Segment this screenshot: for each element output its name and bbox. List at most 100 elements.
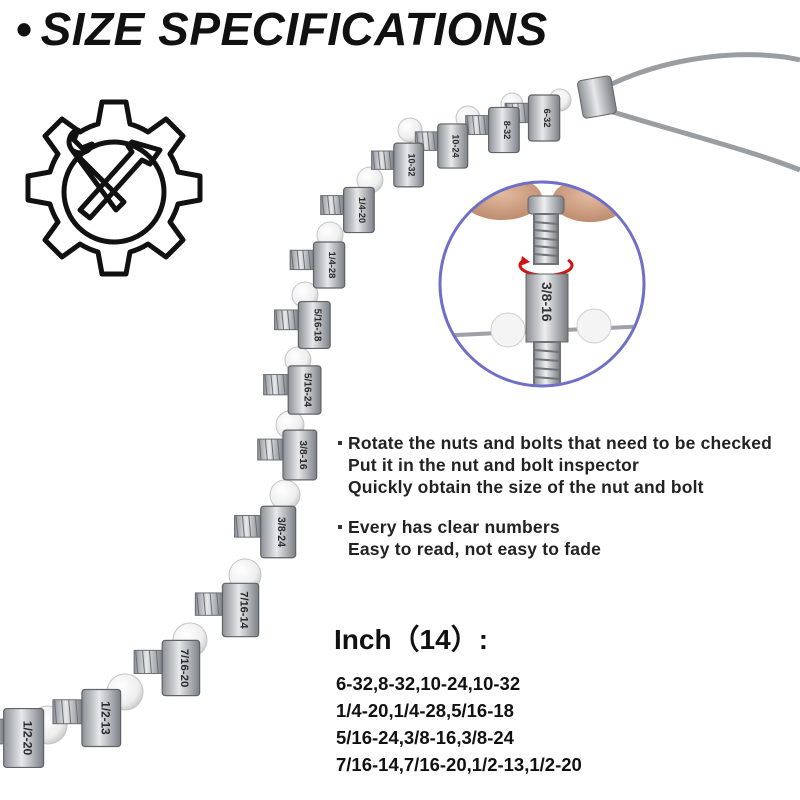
hex-nut-body (312, 241, 346, 289)
chain-nut: 5/16-24 (263, 365, 322, 415)
hex-nut-body (260, 505, 297, 559)
stud-thread (332, 195, 336, 215)
chain-nut: 3/8-16 (257, 429, 318, 481)
page-title: •SIZE SPECIFICATIONS (16, 2, 548, 56)
hex-nut-body (527, 94, 561, 142)
stud-thread (383, 150, 387, 170)
size-list: 6-32,8-32,10-24,10-32 1/4-20,1/4-28,5/16… (336, 670, 582, 778)
hex-nut-body (393, 142, 425, 188)
inset-nut-label: 3/8-16 (539, 282, 555, 322)
stud-thread (286, 309, 290, 330)
chain-nut-label: 8-32 (502, 121, 512, 140)
hex-nut-body (161, 639, 201, 697)
inset-bead-right (576, 308, 612, 344)
feature-1-line-3: Quickly obtain the size of the nut and b… (348, 477, 704, 497)
stud-thread (483, 115, 487, 135)
stud-thread (292, 309, 296, 330)
stud-thread (427, 131, 431, 151)
hex-nut-body (287, 365, 322, 415)
hex-nut-body (282, 429, 318, 481)
title-bullet: • (16, 3, 33, 55)
stud-thread (472, 115, 476, 135)
stud-thread (258, 439, 262, 461)
chain-nut-label: 1/2-20 (21, 721, 35, 756)
cable-loop-top (588, 52, 800, 98)
bolt-head (527, 195, 565, 215)
stud-thread (254, 515, 258, 538)
stud-thread (308, 250, 312, 270)
stud-thread (372, 150, 376, 170)
inset-border (438, 180, 646, 388)
stud-thread (209, 592, 213, 616)
hex-nut-body (297, 300, 331, 350)
stud-thread (241, 515, 245, 538)
feature-2-line-2: Easy to read, not easy to fade (348, 539, 602, 559)
stud-thread (277, 439, 281, 461)
stud-thread (75, 699, 79, 724)
stud-thread (377, 150, 381, 170)
size-line-2: 1/4-20,1/4-28,5/16-18 (336, 700, 514, 721)
chain-nut: 10-32 (371, 142, 425, 188)
stud-thread (148, 650, 152, 674)
hex-nut-body (488, 106, 520, 154)
chain-nut: 1/4-28 (289, 241, 346, 289)
chain-bead (269, 479, 301, 511)
cable-crimp (577, 75, 617, 119)
hex-nut-body (343, 186, 375, 234)
chain-nut-label: 1/2-13 (98, 701, 112, 735)
stud-thread (296, 250, 300, 270)
hex-nut-body (437, 123, 469, 169)
chain-nut: 1/2-20 (0, 707, 45, 769)
chain-nut-label: 7/16-14 (238, 591, 250, 629)
chain-nut-label: 7/16-20 (178, 649, 190, 688)
feature-1-line-1: Rotate the nuts and bolts that need to b… (338, 432, 798, 454)
inset-hex-nut (525, 273, 569, 343)
hex-nut-body (3, 707, 45, 769)
stud-thread (248, 515, 252, 538)
chain-nut: 1/4-20 (320, 186, 375, 234)
stud-thread (216, 592, 220, 616)
stud-thread (432, 131, 436, 151)
stud-thread (54, 699, 58, 724)
stud-thread (281, 309, 285, 330)
title-text: SIZE SPECIFICATIONS (40, 3, 548, 55)
chain-nut-label: 1/4-20 (357, 197, 367, 223)
chain-nut: 3/8-24 (234, 505, 297, 559)
chain-nut-label: 6-32 (541, 108, 552, 127)
hex-nut-body (221, 582, 260, 638)
chain-nut-label: 5/16-18 (311, 309, 322, 342)
feature-group-2: Every has clear numbers Easy to read, no… (338, 516, 798, 560)
stud-thread (282, 374, 286, 395)
size-line-3: 5/16-24,3/8-16,3/8-24 (336, 727, 514, 748)
stud-thread (388, 150, 392, 170)
stud-thread (523, 103, 527, 123)
stud-thread (235, 515, 239, 538)
stud-thread (466, 115, 470, 135)
tools-gear-icon (25, 99, 203, 277)
stud-thread (142, 650, 146, 674)
chain-nut: 7/16-20 (133, 639, 201, 697)
inch-count-heading: Inch（14）: (334, 624, 489, 655)
inset-bead-left (490, 312, 526, 348)
feature-list: Rotate the nuts and bolts that need to b… (338, 432, 798, 578)
chain-nut: 7/16-14 (194, 582, 260, 638)
stud-thread (270, 374, 274, 395)
stud-thread (338, 195, 342, 215)
stud-thread (302, 250, 306, 270)
stud-thread (264, 439, 268, 461)
stud-thread (275, 309, 279, 330)
stud-thread (135, 650, 139, 674)
feature-2-line-1: Every has clear numbers (338, 516, 798, 538)
stud-thread (321, 195, 325, 215)
feature-group-1: Rotate the nuts and bolts that need to b… (338, 432, 798, 498)
stud-thread (264, 374, 268, 395)
chain-nut-label: 10-32 (407, 153, 417, 176)
stud-thread (68, 699, 72, 724)
stud-thread (290, 250, 294, 270)
stud-thread (155, 650, 159, 674)
feature-1-line-2: Put it in the nut and bolt inspector (348, 455, 640, 475)
size-line-4: 7/16-14,7/16-20,1/2-13,1/2-20 (336, 754, 582, 775)
stud-thread (327, 195, 331, 215)
